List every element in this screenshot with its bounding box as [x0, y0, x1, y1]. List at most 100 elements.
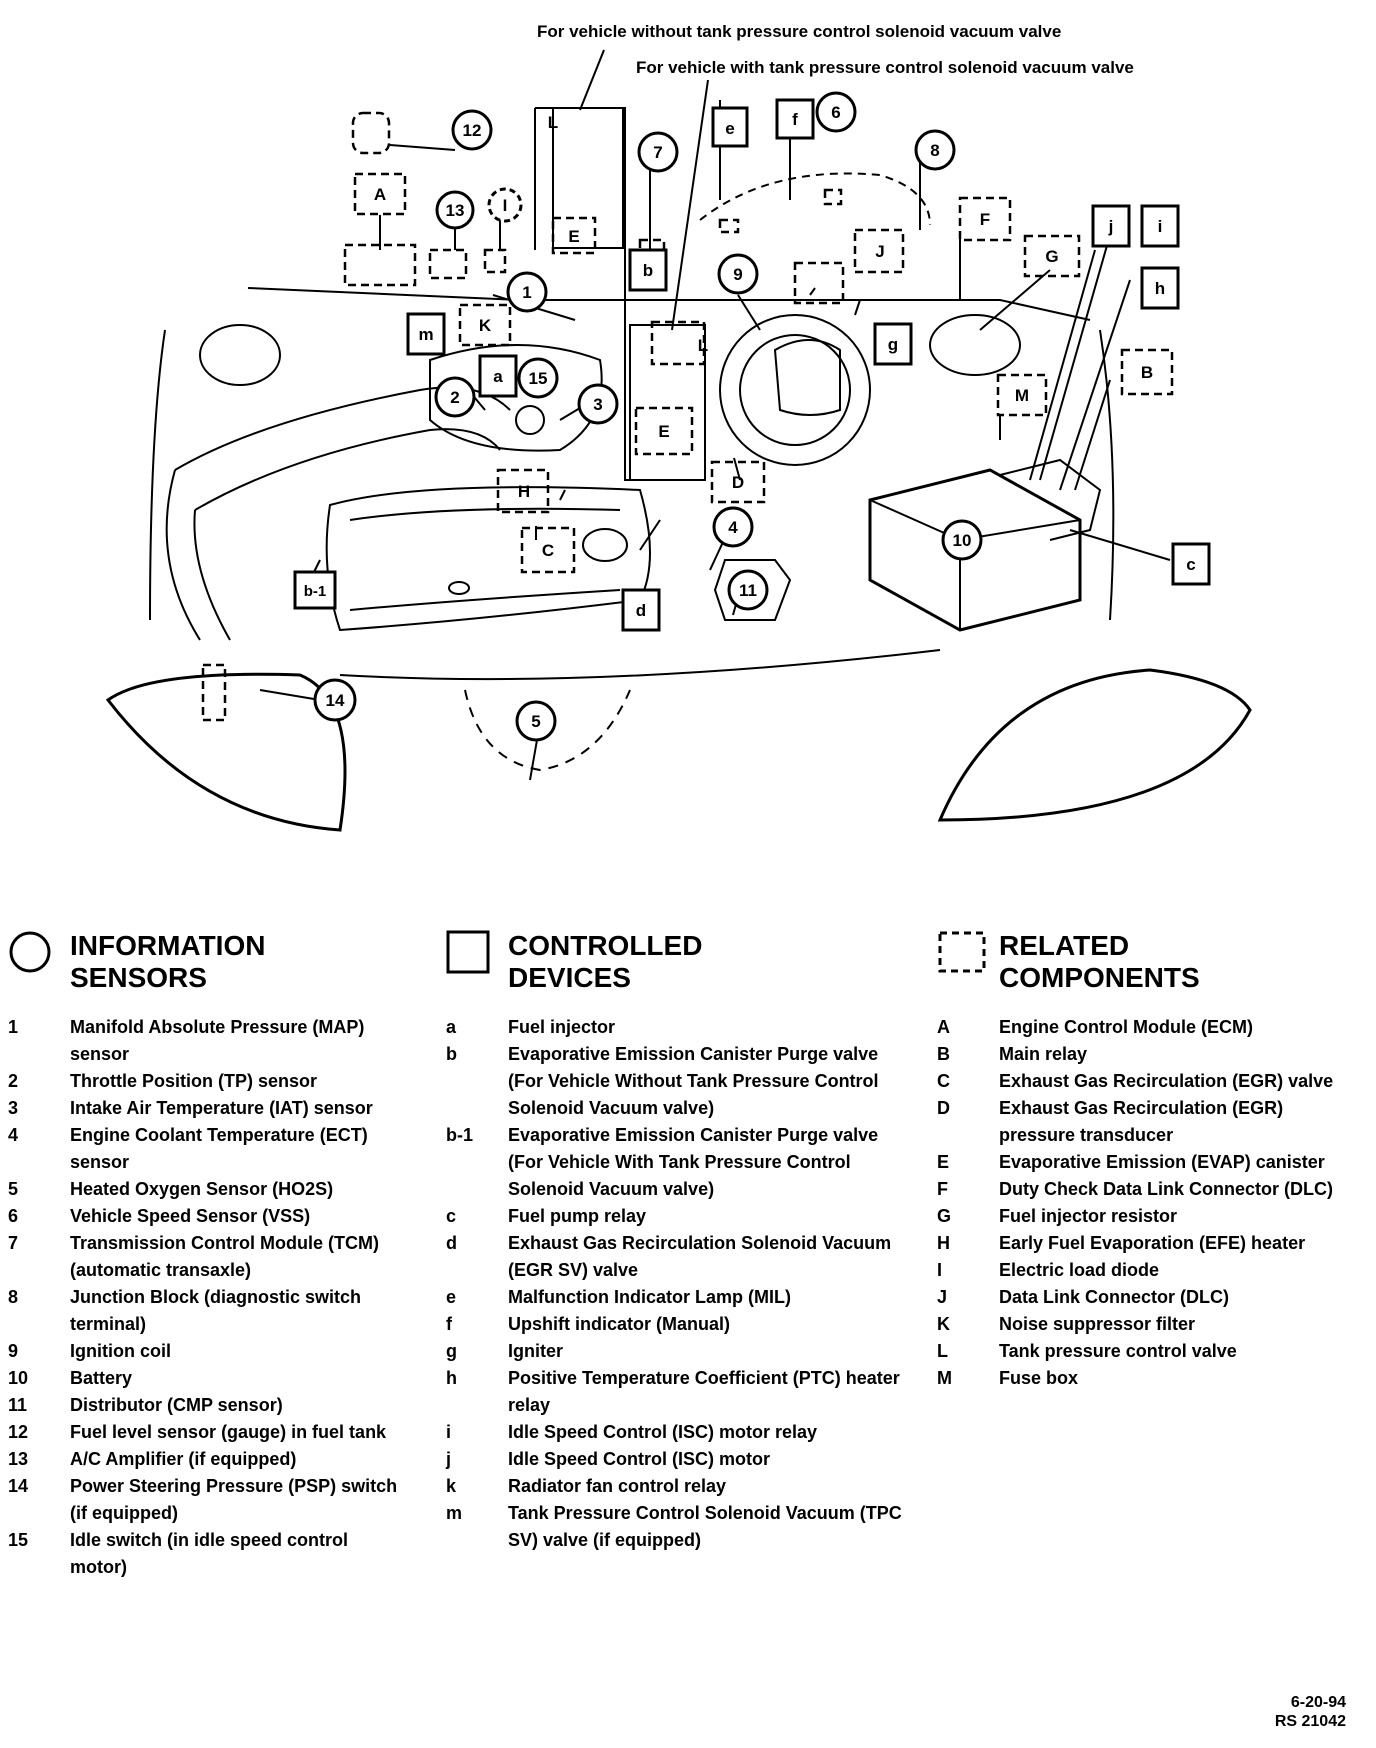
dashed-square-symbol-icon: [938, 931, 986, 973]
legend-item-text: Fuel injector: [508, 1017, 616, 1037]
legend-item-key: M: [937, 1368, 952, 1388]
legend-item-text: Exhaust Gas Recirculation Solenoid Vacuu…: [508, 1233, 892, 1280]
legend-item-key: 13: [8, 1449, 29, 1469]
legend-item-key: k: [446, 1476, 457, 1496]
legend-item: i Idle Speed Control (ISC) motor relay: [446, 1419, 918, 1446]
legend-item-text: Evaporative Emission Canister Purge valv…: [508, 1044, 879, 1118]
legend-title-sensors: INFORMATION SENSORS: [70, 930, 266, 993]
callout-m: m: [418, 325, 433, 344]
legend-item-key: 4: [8, 1125, 19, 1145]
legend-item-key: G: [937, 1206, 952, 1226]
engine-compartment-diagram: For vehicle without tank pressure contro…: [105, 22, 1252, 832]
legend-item-key: 6: [8, 1206, 19, 1226]
legend-item-key: a: [446, 1017, 457, 1037]
legend-item-text: Exhaust Gas Recirculation (EGR) valve: [999, 1071, 1334, 1091]
callout-11: 11: [739, 581, 757, 600]
callout-6: 6: [831, 103, 840, 122]
legend-item-key: h: [446, 1368, 457, 1388]
legend-item-text: A/C Amplifier (if equipped): [70, 1449, 297, 1469]
legend-item: 11 Distributor (CMP sensor): [8, 1392, 400, 1419]
stamp-code: RS 21042: [1274, 1713, 1346, 1730]
callout-2: 2: [450, 388, 459, 407]
controlled-device-boxes: [293, 98, 1211, 632]
stamp-date: 6-20-94: [1290, 1694, 1346, 1711]
callout-M: M: [1015, 386, 1029, 405]
legend-item-key: 15: [8, 1530, 29, 1550]
legend-item-key: f: [446, 1314, 452, 1334]
legend-item-key: C: [937, 1071, 950, 1091]
callout-9: 9: [733, 265, 742, 284]
callout-8: 8: [930, 141, 939, 160]
callout-labels: 12 1 2 3 4 5 6 7 8 9 10 11 13 14 15 a b …: [304, 103, 1196, 731]
callout-K: K: [479, 316, 492, 335]
legend-item-text: Exhaust Gas Recirculation (EGR) pressure…: [999, 1098, 1284, 1145]
legend-item-text: Heated Oxygen Sensor (HO2S): [70, 1179, 334, 1199]
legend-item-text: Duty Check Data Link Connector (DLC): [999, 1179, 1334, 1199]
legend-item-text: Electric load diode: [999, 1260, 1160, 1280]
legend-item: a Fuel injector: [446, 1014, 918, 1041]
callout-e: e: [725, 119, 734, 138]
legend-item-key: 1: [8, 1017, 19, 1037]
legend-item-text: Idle Speed Control (ISC) motor relay: [508, 1422, 818, 1442]
callout-B: B: [1141, 363, 1153, 382]
legend-item-key: b-1: [446, 1125, 473, 1145]
document-stamp: 6-20-94 RS 21042: [1275, 1693, 1346, 1731]
callout-a: a: [493, 367, 503, 386]
callout-j: j: [1108, 217, 1114, 236]
callout-12: 12: [463, 121, 482, 140]
legend-item-key: d: [446, 1233, 457, 1253]
callout-I: I: [503, 196, 508, 215]
legend-item: I Electric load diode: [937, 1257, 1339, 1284]
callout-E-bottom: E: [658, 422, 669, 441]
legend-item-key: j: [446, 1449, 452, 1469]
callout-i: i: [1158, 217, 1163, 236]
legend-item: C Exhaust Gas Recirculation (EGR) valve: [937, 1068, 1339, 1095]
legend-item-key: I: [937, 1260, 943, 1280]
diagram-drawing: 12 1 2 3 4 5 6 7 8 9 10 11 13 14 15 a b …: [105, 49, 1252, 832]
legend-item-key: 10: [8, 1368, 29, 1388]
legend-item-text: Main relay: [999, 1044, 1088, 1064]
legend-item-key: H: [937, 1233, 950, 1253]
legend-item-text: Evaporative Emission (EVAP) canister: [999, 1152, 1325, 1172]
note-without-tpc-valve: For vehicle without tank pressure contro…: [537, 22, 1062, 41]
callout-g: g: [888, 335, 898, 354]
legend-item-text: Vehicle Speed Sensor (VSS): [70, 1206, 311, 1226]
legend-item-key: 8: [8, 1287, 19, 1307]
legend-item-key: 12: [8, 1422, 29, 1442]
legend-item-text: Throttle Position (TP) sensor: [70, 1071, 318, 1091]
callout-c: c: [1186, 555, 1195, 574]
legend-item-text: Distributor (CMP sensor): [70, 1395, 283, 1415]
legend-title-components: RELATED COMPONENTS: [999, 930, 1200, 993]
legend-item-key: e: [446, 1287, 457, 1307]
legend-item-text: Tank Pressure Control Solenoid Vacuum (T…: [508, 1503, 902, 1550]
legend-item-key: i: [446, 1422, 452, 1442]
callout-G: G: [1045, 247, 1058, 266]
callout-b: b: [643, 261, 653, 280]
legend-item-key: 11: [8, 1395, 28, 1415]
legend-item-key: F: [937, 1179, 948, 1199]
callout-D: D: [732, 473, 744, 492]
legend-item-text: Power Steering Pressure (PSP) switch (if…: [70, 1476, 398, 1523]
legend-item-text: Fuel pump relay: [508, 1206, 647, 1226]
callout-b-1: b-1: [304, 583, 327, 600]
